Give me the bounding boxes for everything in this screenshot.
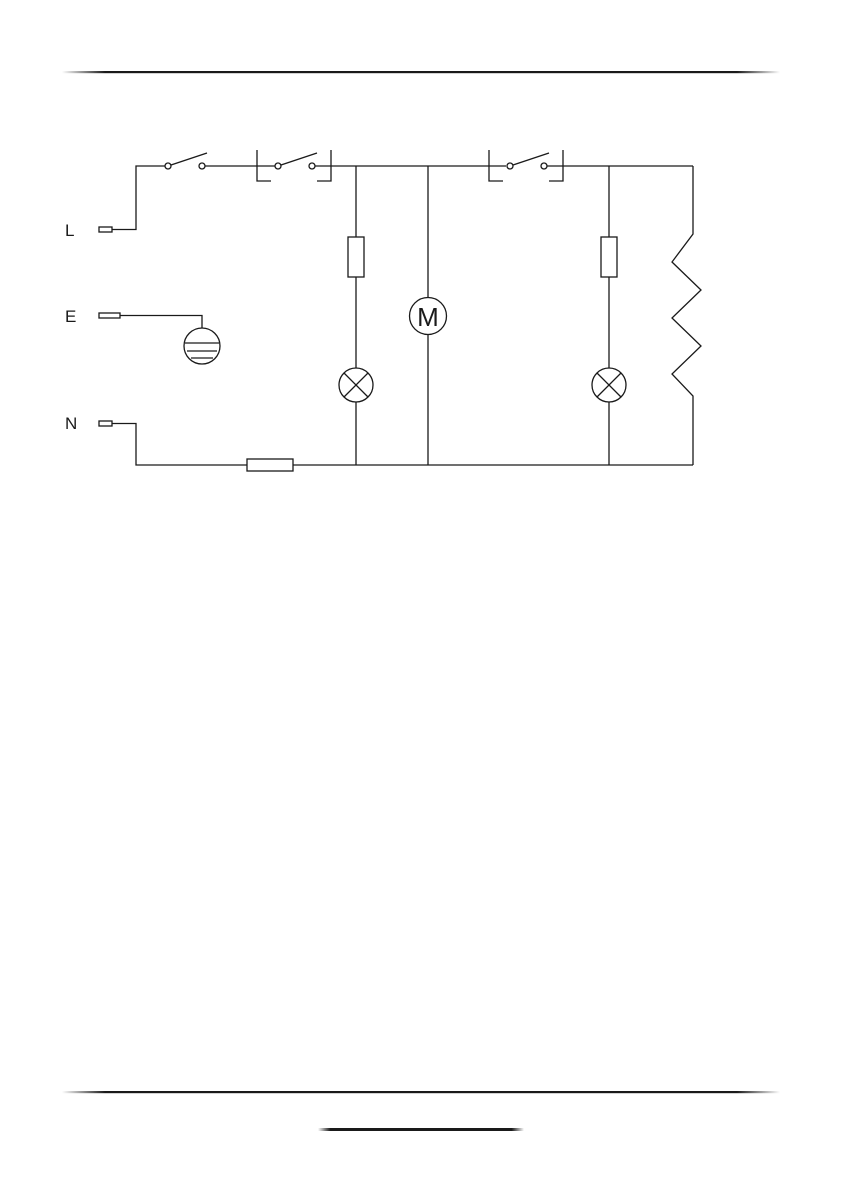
terminal-label-live: L	[65, 221, 74, 240]
page-number-rule	[318, 1128, 524, 1131]
footer-rule	[62, 1091, 780, 1093]
live-wire	[112, 166, 165, 230]
resistor-1	[348, 237, 364, 277]
header-rule	[62, 71, 780, 73]
live-terminal	[99, 227, 112, 232]
lamp-2	[592, 368, 626, 402]
neutral-terminal	[99, 421, 112, 426]
resistor-2	[601, 237, 617, 277]
heating-element	[672, 166, 701, 465]
main-switch	[165, 153, 207, 169]
fuse	[247, 459, 293, 471]
neutral-wire	[112, 424, 247, 466]
earth-wire	[120, 316, 202, 329]
earth-symbol	[184, 328, 220, 364]
lamp-1	[339, 368, 373, 402]
terminal-label-earth: E	[65, 307, 76, 326]
motor-label: M	[417, 302, 439, 332]
terminal-label-neutral: N	[65, 414, 77, 433]
earth-terminal	[99, 313, 120, 318]
